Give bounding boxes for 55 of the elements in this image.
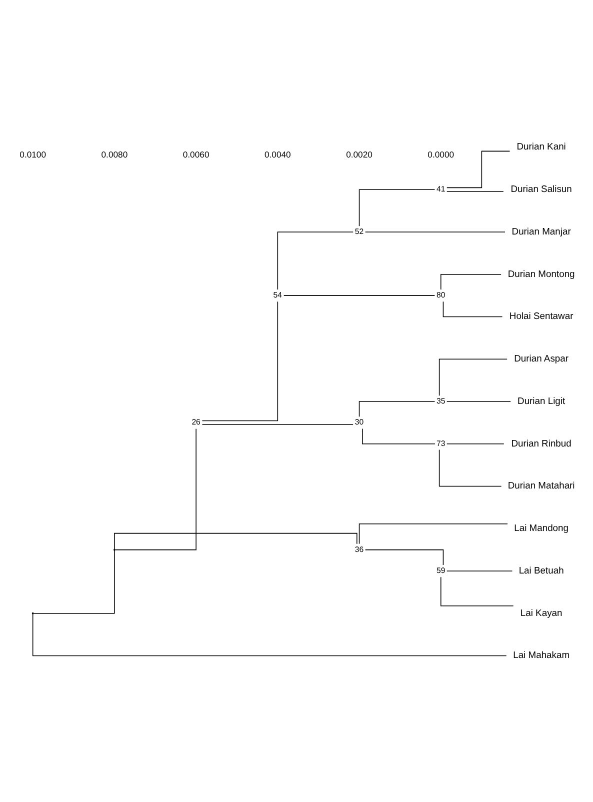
connector [440, 273, 502, 290]
connector [202, 300, 278, 421]
connector [438, 358, 508, 396]
connector [438, 448, 502, 486]
node-text: Durian Ligit [518, 394, 566, 406]
node-text: Lai Betuah [518, 564, 564, 575]
node-label: 59 [436, 565, 446, 574]
node-text: Holai Sentawar [509, 310, 574, 321]
node-text: Lai Mahakam [513, 648, 570, 660]
connector [358, 400, 436, 417]
connector [446, 150, 510, 188]
label: 0.0080 [101, 148, 128, 159]
node-text: Durian Matahari [508, 479, 575, 490]
connector [362, 428, 436, 444]
label: 0.0040 [264, 148, 291, 159]
connector [283, 294, 436, 296]
connector [446, 190, 504, 192]
connector [440, 576, 514, 606]
node-text: Lai Kayan [520, 606, 562, 618]
node-label: 54 [273, 290, 282, 300]
node-text: Durian Montong [508, 267, 575, 278]
connector [32, 613, 507, 656]
node-label: 80 [436, 290, 446, 300]
connector [446, 400, 511, 402]
label: 0.0000 [428, 148, 454, 159]
node-label: 52 [354, 226, 364, 236]
connector [114, 532, 358, 549]
node-text: Lai Mandong [514, 522, 569, 533]
connector [202, 424, 354, 425]
connector [364, 231, 506, 232]
node-label: 30 [354, 417, 364, 426]
node-text: Durian Aspar [514, 352, 569, 364]
connector [358, 523, 508, 544]
node-point [32, 612, 34, 614]
label: 0.0020 [346, 148, 372, 159]
node-label: 26 [192, 417, 200, 426]
node-label: 41 [436, 184, 446, 194]
connector [442, 300, 503, 317]
node-label: 73 [436, 438, 446, 448]
connector [33, 550, 115, 614]
node-text: Durian Kani [516, 140, 566, 152]
node-text: Durian Salisun [510, 182, 572, 194]
connector [277, 231, 354, 290]
connector [358, 188, 436, 226]
node-text: Durian Rinbud [511, 436, 572, 448]
connector [446, 442, 504, 444]
label: 0.0060 [182, 148, 210, 159]
node-label: 36 [354, 544, 364, 554]
node-point [114, 548, 116, 550]
label: 0.0100 [20, 148, 46, 159]
connector [446, 570, 513, 571]
node-label: 35 [436, 396, 446, 405]
node-text: Durian Manjar [512, 224, 571, 236]
connector [114, 428, 196, 550]
connector [364, 548, 444, 565]
